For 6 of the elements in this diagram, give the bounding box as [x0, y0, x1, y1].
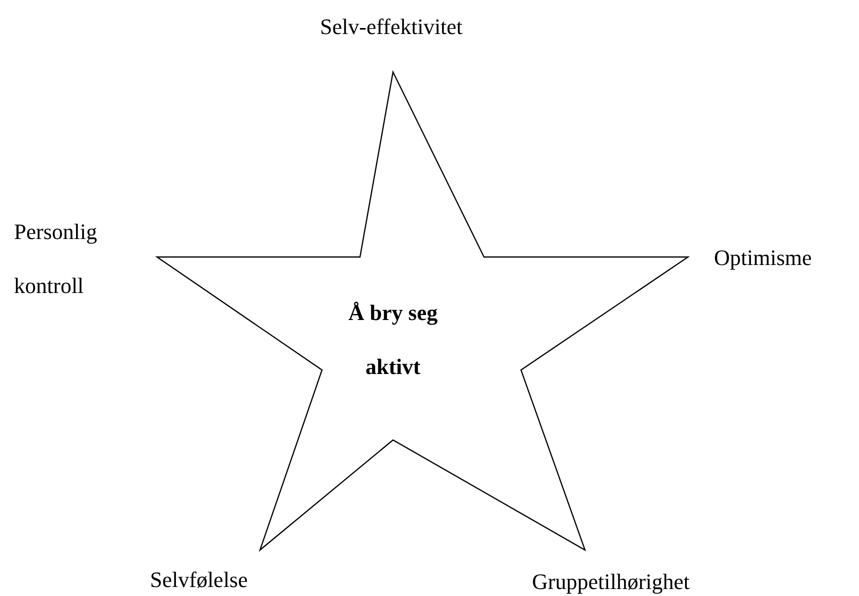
point-label: Gruppetilhørighet — [532, 568, 691, 596]
center-text: Å bry seg aktivt — [347, 299, 439, 381]
point-label: Selv-effektivitet — [320, 13, 464, 41]
point-label: Personlig kontroll — [14, 218, 98, 300]
point-label: Optimisme — [714, 244, 813, 272]
point-label: Selvfølelse — [150, 566, 249, 594]
